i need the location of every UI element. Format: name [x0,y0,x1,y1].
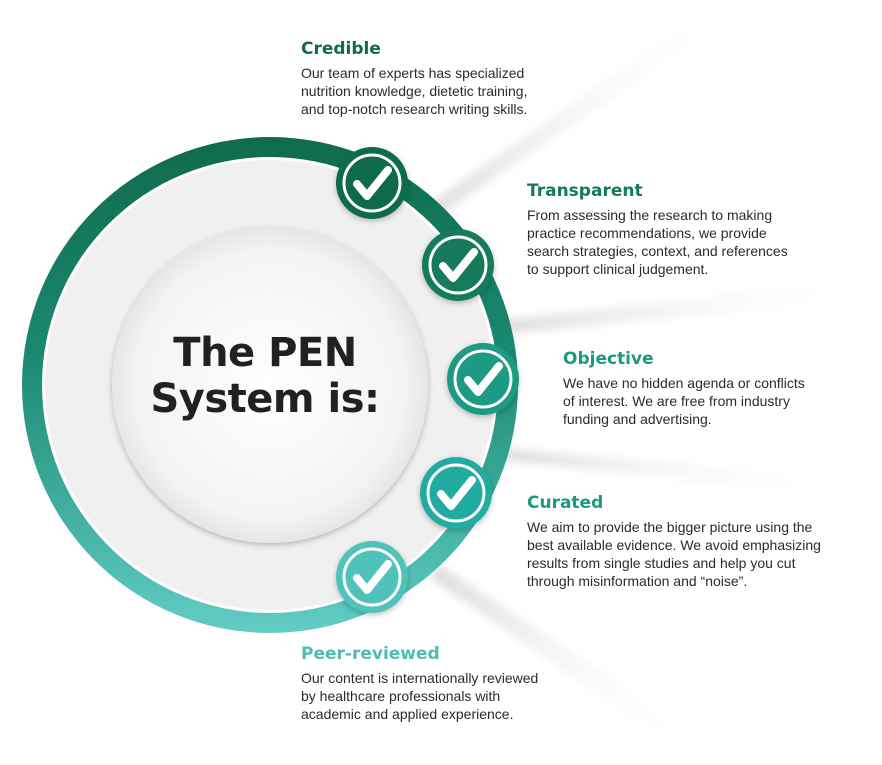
checkmark-icon [464,362,503,396]
item-transparent: Transparent From assessing the research … [527,180,788,278]
checkmark-badges [336,147,519,613]
item-desc-line: We have no hidden agenda or conflicts [563,375,805,391]
ray-3 [496,448,850,496]
checkmark-badge [420,457,492,529]
item-desc-transparent: From assessing the research to making pr… [527,206,788,278]
item-desc-line: We aim to provide the bigger picture usi… [527,519,813,535]
item-credible: Credible Our team of experts has special… [301,38,527,118]
badge-ring [453,349,513,409]
center-title: The PEN System is: [120,330,410,422]
checkmark-badge [447,343,519,415]
item-title-transparent: Transparent [527,181,643,201]
badge-ring [428,235,488,295]
ray-1 [420,10,740,222]
checkmark-icon [353,166,392,200]
item-desc-line: practice recommendations, we provide [527,225,767,241]
badge-disc [447,343,519,415]
checkmark-icon [353,560,392,594]
badge-disc [336,147,408,219]
item-desc-line: by healthcare professionals with [301,688,501,704]
checkmark-badge [422,229,494,301]
checkmark-badge [336,147,408,219]
item-desc-line: of interest. We are free from industry [563,393,790,409]
item-title-curated: Curated [527,493,604,513]
item-title-peer-reviewed: Peer-reviewed [301,644,440,664]
item-desc-credible: Our team of experts has specialized nutr… [301,64,527,118]
item-desc-line: Our team of experts has specialized [301,65,525,81]
badge-ring [426,463,486,523]
item-curated: Curated We aim to provide the bigger pic… [527,492,821,590]
item-desc-curated: We aim to provide the bigger picture usi… [527,518,821,590]
ray-2 [500,280,870,334]
checkmark-badge [336,541,408,613]
item-desc-line: to support clinical judgement. [527,261,709,277]
checkmark-icon [437,476,476,510]
item-peer-reviewed: Peer-reviewed Our content is internation… [301,643,538,723]
item-objective: Objective We have no hidden agenda or co… [563,348,805,428]
ray-4 [430,565,700,752]
badge-disc [422,229,494,301]
item-desc-line: results from single studies and help you… [527,555,796,571]
badge-disc [420,457,492,529]
item-title-credible: Credible [301,39,381,59]
center-title-line-2: System is: [150,376,380,422]
item-title-objective: Objective [563,349,654,369]
item-desc-peer-reviewed: Our content is internationally reviewed … [301,669,538,723]
inner-disc [112,227,428,543]
item-desc-line: through misinformation and “noise”. [527,573,748,589]
badge-ring [342,153,402,213]
item-desc-line: and top-notch research writing skills. [301,101,528,117]
item-desc-line: From assessing the research to making [527,207,773,223]
center-title-line-1: The PEN [173,330,357,376]
checkmark-icon [439,248,478,282]
item-desc-line: search strategies, context, and referenc… [527,243,788,259]
item-desc-line: Our content is internationally reviewed [301,670,539,686]
item-desc-line: best available evidence. We avoid emphas… [527,537,821,553]
background-rays [420,10,870,752]
item-desc-objective: We have no hidden agenda or conflicts of… [563,374,805,428]
item-desc-line: nutrition knowledge, dietetic training, [301,83,528,99]
badge-ring [342,547,402,607]
item-desc-line: academic and applied experience. [301,706,514,722]
badge-disc [336,541,408,613]
item-desc-line: funding and advertising. [563,411,712,427]
